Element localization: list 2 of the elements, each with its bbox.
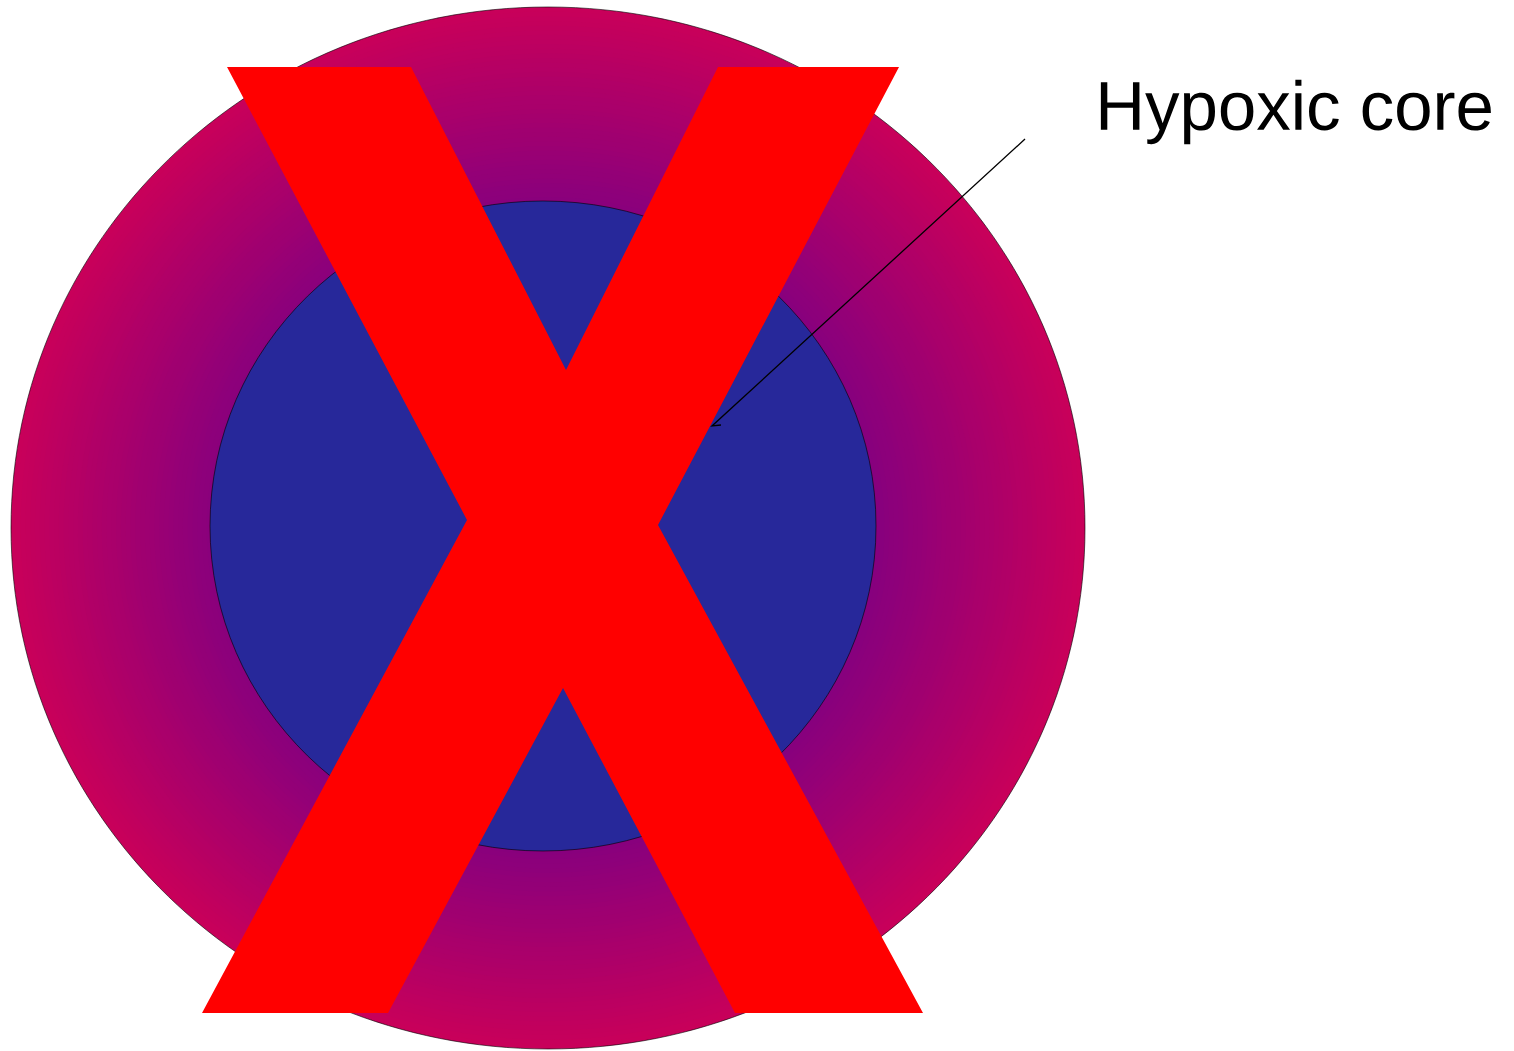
label-text: Hypoxic core bbox=[1100, 79, 1491, 145]
leader-line bbox=[710, 138, 1026, 427]
